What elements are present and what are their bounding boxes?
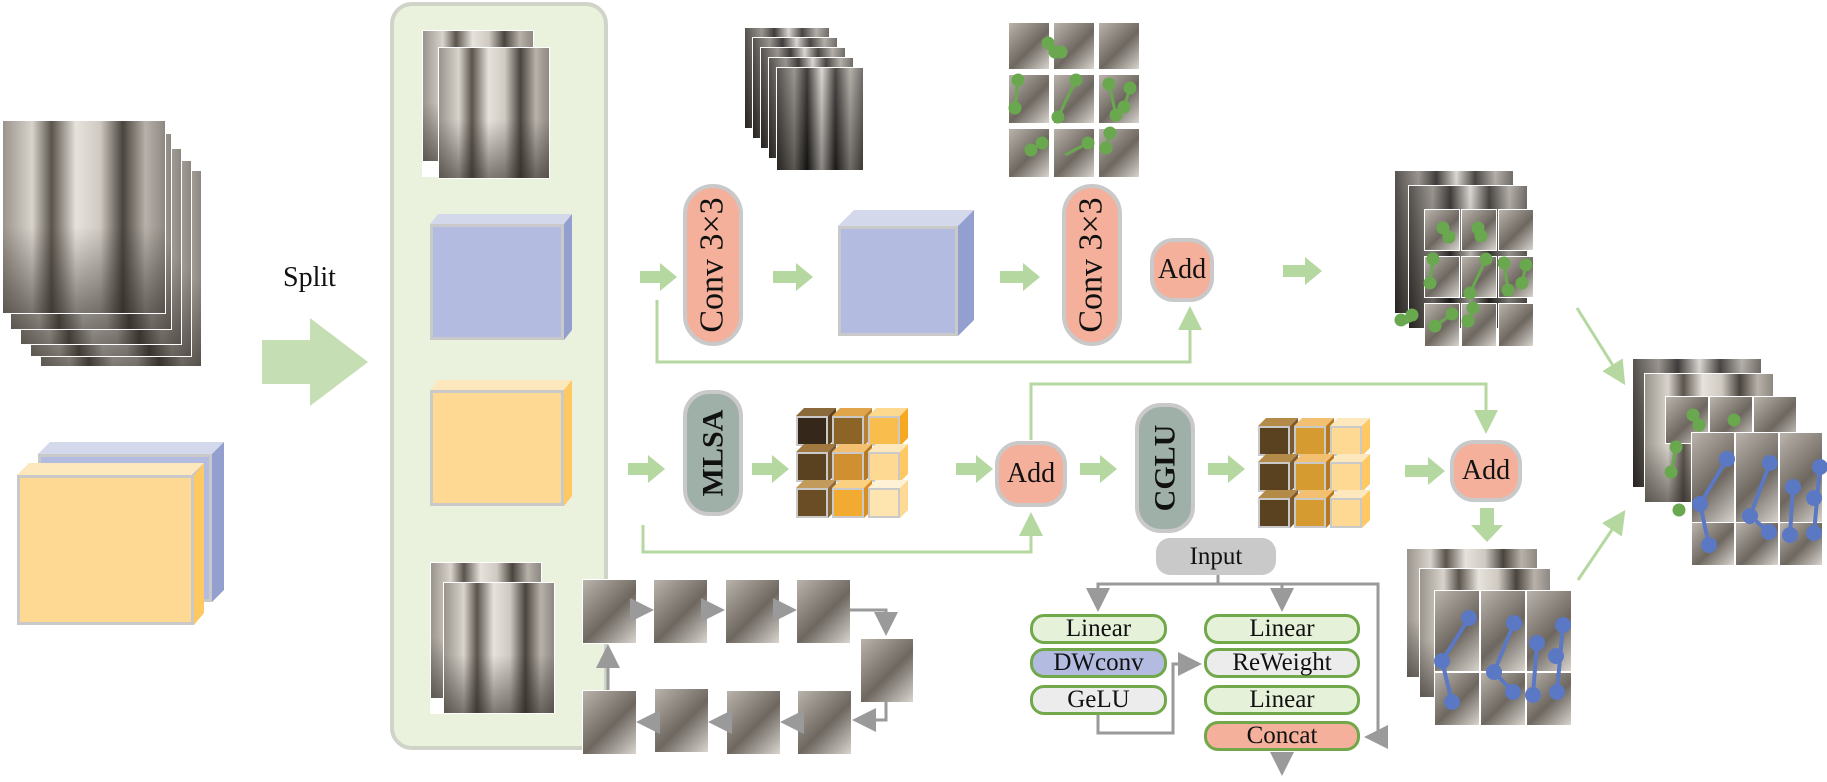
patch	[1480, 672, 1526, 726]
arrow	[956, 455, 993, 483]
arrow	[1471, 508, 1503, 542]
feature-map-yellow	[17, 463, 204, 625]
frame	[776, 67, 864, 171]
arrow	[628, 455, 665, 483]
arrow	[773, 263, 813, 291]
split-label: Split	[283, 262, 336, 293]
mlsa-skip-connection	[641, 512, 1043, 554]
panel-feature-blue	[430, 214, 572, 340]
arrow	[1208, 455, 1245, 483]
arrow	[1283, 257, 1322, 285]
gelu-box: GeLU	[1030, 685, 1167, 715]
sequence-patch	[654, 688, 709, 753]
conv2-op: Conv 3×3	[1062, 184, 1122, 346]
patch	[1098, 22, 1140, 70]
add1-op: Add	[1150, 238, 1214, 302]
panel-frame	[438, 47, 550, 179]
merge-arrow-bottom	[1576, 510, 1626, 581]
concat-label: Concat	[1246, 722, 1318, 749]
arrow	[1218, 582, 1294, 612]
arrow	[752, 455, 789, 483]
attention-cube	[868, 444, 908, 482]
sequence-patch	[860, 638, 914, 703]
right-linear-label-2: Linear	[1249, 686, 1315, 713]
reweight-label: ReWeight	[1232, 649, 1332, 676]
add1-label: Add	[1157, 254, 1207, 285]
arrow	[852, 702, 888, 732]
attention-cube	[1330, 454, 1370, 492]
patch	[1053, 128, 1095, 178]
conv-skip-connection	[655, 300, 1202, 364]
patch	[1498, 209, 1534, 251]
cglu-internal-arrows	[1086, 575, 1388, 776]
arrow	[1000, 263, 1040, 291]
conv-intermediate-feature	[838, 210, 974, 336]
input-frame	[2, 120, 166, 314]
add3-op: Add	[1450, 440, 1522, 502]
right-linear-box-1: Linear	[1204, 614, 1360, 644]
attention-cube	[868, 408, 908, 446]
patch	[1498, 303, 1534, 347]
arrow	[640, 263, 677, 291]
input-label: Input	[1189, 542, 1243, 570]
dwconv-box: DWconv	[1030, 648, 1167, 678]
keypoints-green	[1008, 36, 1137, 157]
patch	[1053, 22, 1095, 70]
keypoints-green-fused	[1664, 408, 1741, 517]
sequence-patch	[725, 579, 780, 644]
cglu-op: CGLU	[1135, 403, 1195, 533]
arrow	[1096, 652, 1202, 735]
mlsa-op: MLSA	[683, 390, 743, 516]
cglu-input-box: Input	[1156, 538, 1276, 575]
cglu-skip-connection	[1029, 382, 1498, 440]
flow-arrows	[628, 257, 1503, 542]
keypoints-green-output	[1394, 221, 1533, 333]
keypoints-blue	[1434, 610, 1571, 710]
left-linear-label: Linear	[1065, 615, 1132, 642]
arrow	[1086, 575, 1220, 612]
sequence-patch	[653, 579, 708, 644]
panel-feature-yellow	[430, 380, 572, 506]
panel-frame	[443, 582, 555, 714]
right-linear-label-1: Linear	[1249, 615, 1315, 642]
gelu-label: GeLU	[1067, 686, 1130, 713]
arrow	[1282, 582, 1388, 749]
left-linear-box: Linear	[1030, 614, 1167, 644]
patch	[1735, 432, 1779, 524]
concat-box: Concat	[1204, 721, 1360, 751]
merge-arrow-top	[1575, 307, 1626, 386]
add3-label: Add	[1461, 455, 1511, 486]
add2-op: Add	[995, 441, 1067, 507]
add2-label: Add	[1006, 458, 1056, 489]
sequence-arrows	[596, 598, 898, 734]
arrow	[850, 608, 898, 636]
dwconv-label: DWconv	[1053, 649, 1144, 676]
attention-cube	[1330, 490, 1370, 528]
patch	[1480, 590, 1526, 672]
keypoints-blue-fused	[1692, 451, 1827, 553]
reweight-box: ReWeight	[1204, 648, 1360, 678]
attention-cube	[868, 480, 908, 518]
arrow	[1080, 455, 1117, 483]
arrow	[1405, 457, 1445, 485]
conv1-op: Conv 3×3	[683, 184, 743, 346]
right-linear-box-2: Linear	[1204, 685, 1360, 715]
split-arrow	[262, 318, 368, 406]
